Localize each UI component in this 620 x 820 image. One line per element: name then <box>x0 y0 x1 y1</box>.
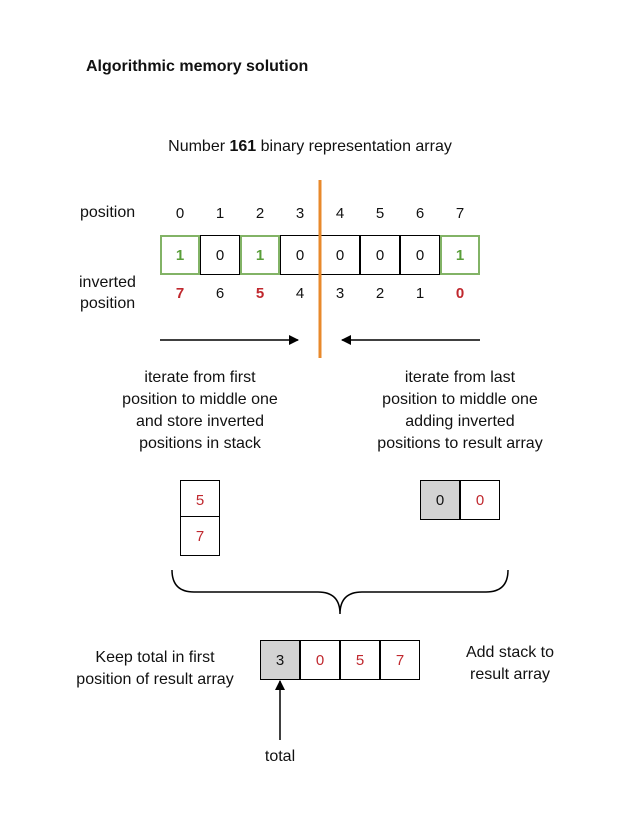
final-result-cell-1: 0 <box>300 640 340 680</box>
bit-cell-3: 0 <box>280 235 320 275</box>
add-stack-description: Add stack to result array <box>465 644 555 683</box>
partial-result-cell-0: 0 <box>420 480 460 520</box>
position-label: position <box>80 204 136 221</box>
bit-cell-2: 1 <box>240 235 280 275</box>
total-label: total <box>264 748 296 765</box>
bit-cell-6: 0 <box>400 235 440 275</box>
inverted-position-2: 5 <box>255 285 265 302</box>
bit-cell-1: 0 <box>200 235 240 275</box>
diagram-title: Algorithmic memory solution <box>86 58 309 75</box>
inverted-position-1: 6 <box>215 285 225 302</box>
array-caption: Number 161 binary representation array <box>0 138 620 156</box>
caption-suffix: binary representation array <box>256 138 452 155</box>
stack-cell-1: 7 <box>180 516 220 556</box>
inverted-position-3: 4 <box>295 285 305 302</box>
inverted-label-line1: inverted <box>79 274 136 291</box>
inverted-position-4: 3 <box>335 285 345 302</box>
caption-prefix: Number <box>168 138 230 155</box>
inverted-position-0: 7 <box>175 285 185 302</box>
position-5: 5 <box>375 205 385 222</box>
stack-cell-0: 5 <box>180 480 220 520</box>
bit-cell-4: 0 <box>320 235 360 275</box>
bit-cell-5: 0 <box>360 235 400 275</box>
bit-cell-7: 1 <box>440 235 480 275</box>
final-result-cell-3: 7 <box>380 640 420 680</box>
left-iteration-description: iterate from first position to middle on… <box>122 369 278 452</box>
position-7: 7 <box>455 205 465 222</box>
caption-number: 161 <box>229 138 257 155</box>
final-result-cell-2: 5 <box>340 640 380 680</box>
bit-cell-0: 1 <box>160 235 200 275</box>
position-3: 3 <box>295 205 305 222</box>
inverted-position-7: 0 <box>455 285 465 302</box>
position-6: 6 <box>415 205 425 222</box>
inverted-position-5: 2 <box>375 285 385 302</box>
right-iteration-description: iterate from last position to middle one… <box>377 369 543 452</box>
position-4: 4 <box>335 205 345 222</box>
position-1: 1 <box>215 205 225 222</box>
position-0: 0 <box>175 205 185 222</box>
inverted-label-line2: position <box>80 295 136 312</box>
merge-brace <box>171 569 509 615</box>
keep-total-description: Keep total in first position of result a… <box>76 649 234 688</box>
final-result-cell-0: 3 <box>260 640 300 680</box>
partial-result-cell-1: 0 <box>460 480 500 520</box>
inverted-position-6: 1 <box>415 285 425 302</box>
position-2: 2 <box>255 205 265 222</box>
